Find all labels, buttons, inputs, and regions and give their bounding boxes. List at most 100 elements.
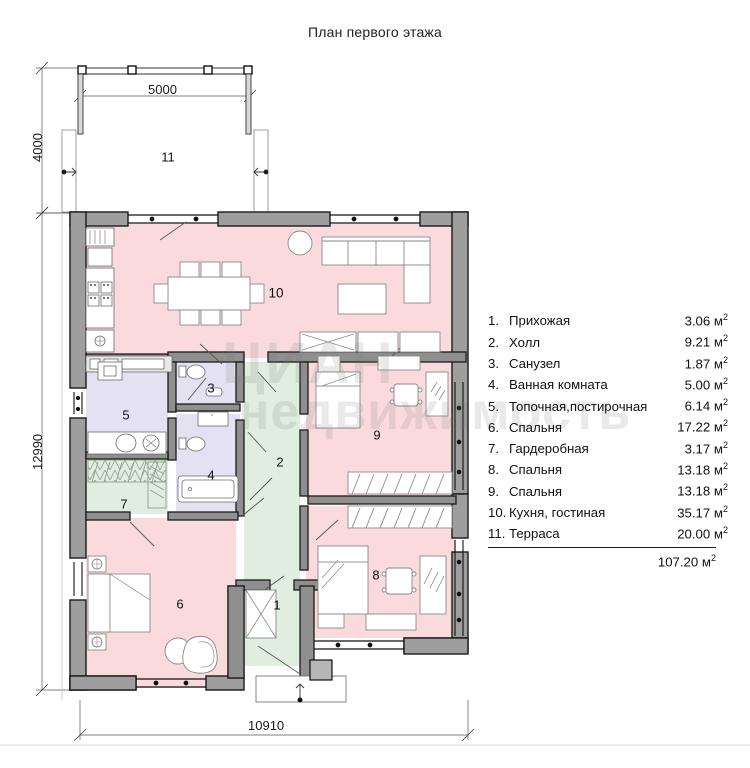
dining-set: [153, 261, 265, 326]
legend-row: 11.Терраса 20.00 м2: [488, 520, 728, 541]
legend-row-name: Спальня: [509, 419, 562, 435]
legend-row-area-unit: м: [713, 526, 723, 542]
legend-row: 6. Спальня 17.22 м2: [488, 413, 728, 434]
legend-row-area-unit: м: [713, 377, 723, 393]
legend-divider: [488, 547, 716, 549]
legend-row-name: Гардеробная: [509, 441, 589, 457]
legend-total-row: 107.20 м2: [488, 553, 716, 569]
legend-row-area: 17.22 м2: [676, 413, 728, 438]
dimension-terrace-depth: 4000: [30, 133, 45, 162]
legend-row-area-unit: м: [713, 462, 723, 478]
legend-row-number: 1.: [488, 313, 499, 329]
legend-row-area: 9.21 м2: [676, 328, 728, 353]
legend-row-area: 13.18 м2: [676, 456, 728, 481]
legend-row-area-value: 3.17: [684, 441, 711, 457]
legend-row-area-value: 20.00: [677, 526, 711, 542]
legend-row-number: 5.: [488, 398, 499, 414]
legend-row-area-value: 13.18: [677, 462, 711, 478]
legend-row-area: 1.87 м2: [676, 350, 728, 375]
room-label-10: 10: [268, 285, 284, 301]
legend-row-number: 7.: [488, 441, 499, 457]
kitchen-furniture: [85, 227, 173, 373]
room-label-9: 9: [373, 427, 381, 443]
hall-closets: [245, 589, 277, 639]
room-label-8: 8: [372, 567, 380, 583]
legend-row-area-unit: м: [713, 483, 723, 499]
legend-row-area-value: 13.18: [677, 483, 711, 499]
legend-row: 8. Спальня 13.18 м2: [488, 456, 728, 477]
entrance-porch: [255, 645, 347, 703]
legend-row-area-exponent: 2: [722, 397, 728, 408]
bedroom9-furniture: [315, 355, 453, 495]
exterior-walls: [69, 211, 469, 691]
bathroom-fixtures: [177, 411, 239, 503]
legend-row-area-value: 35.17: [677, 505, 711, 521]
legend-row-area-exponent: 2: [722, 439, 728, 450]
bedroom6-furniture: [87, 555, 218, 674]
legend-row-number: 6.: [488, 419, 499, 435]
legend-row-area-unit: м: [713, 313, 723, 329]
windows-top: [128, 214, 420, 241]
room-label-11: 11: [161, 149, 175, 165]
bedroom8-furniture: [317, 505, 453, 631]
room-label-5: 5: [122, 407, 130, 423]
legend-row-number: 8.: [488, 462, 499, 478]
legend-row-area-unit: м: [713, 419, 723, 435]
legend-row-name: Терраса: [509, 526, 560, 542]
legend-row-area-exponent: 2: [722, 524, 728, 535]
legend-row-area-unit: м: [713, 334, 723, 350]
dimension-terrace-width: 5000: [148, 82, 177, 97]
wardrobe-shelving: [87, 459, 167, 509]
legend-row-area-exponent: 2: [722, 333, 728, 344]
legend-row-name: Холл: [509, 334, 541, 350]
dimension-lines: [0, 61, 750, 746]
dimension-house-width: 10910: [248, 718, 285, 733]
room-label-7: 7: [120, 496, 128, 512]
legend-row-area: 3.06 м2: [676, 307, 728, 332]
legend-row-area: 13.18 м2: [676, 477, 728, 502]
legend-row-area: 5.00 м2: [676, 371, 728, 396]
legend-row-area: 20.00 м2: [676, 520, 728, 545]
legend-row-area-value: 17.22: [677, 419, 711, 435]
legend-row-area-exponent: 2: [722, 503, 728, 514]
legend-row-name: Кухня, гостиная: [509, 505, 606, 521]
legend-row-area-exponent: 2: [722, 375, 728, 386]
room-label-3: 3: [207, 380, 215, 396]
wc-fixtures: [178, 364, 223, 397]
legend-row-area: 3.17 м2: [676, 435, 728, 460]
legend-row-number: 4.: [488, 377, 499, 393]
utility-furniture: [87, 361, 167, 455]
legend-row-area-value: 1.87: [684, 355, 711, 371]
legend-row-number: 10.: [488, 505, 507, 521]
room-label-4: 4: [207, 467, 215, 483]
room-label-6: 6: [176, 596, 184, 612]
windows-bottom: [136, 640, 404, 688]
legend-row-area-exponent: 2: [722, 461, 728, 472]
legend-row-area: 6.14 м2: [676, 392, 728, 417]
windows-right: [454, 382, 464, 636]
legend-row-area-value: 6.14: [684, 398, 711, 414]
page-title: План первого этажа: [308, 24, 442, 40]
legend-row-name: Спальня: [509, 483, 562, 499]
room-label-1: 1: [273, 597, 281, 613]
room-label-2: 2: [276, 454, 284, 470]
legend-row-name: Спальня: [509, 462, 562, 478]
legend-row-number: 11.: [488, 526, 506, 542]
legend-total-exponent: 2: [710, 553, 716, 564]
legend-row-number: 3.: [488, 355, 499, 371]
legend-row-area-exponent: 2: [722, 312, 728, 322]
legend-row-name: Прихожая: [509, 313, 571, 329]
windows-left: [73, 392, 83, 596]
legend-row-area-exponent: 2: [722, 418, 728, 429]
living-furniture: [287, 230, 441, 353]
dimension-house-height: 12990: [30, 433, 45, 470]
